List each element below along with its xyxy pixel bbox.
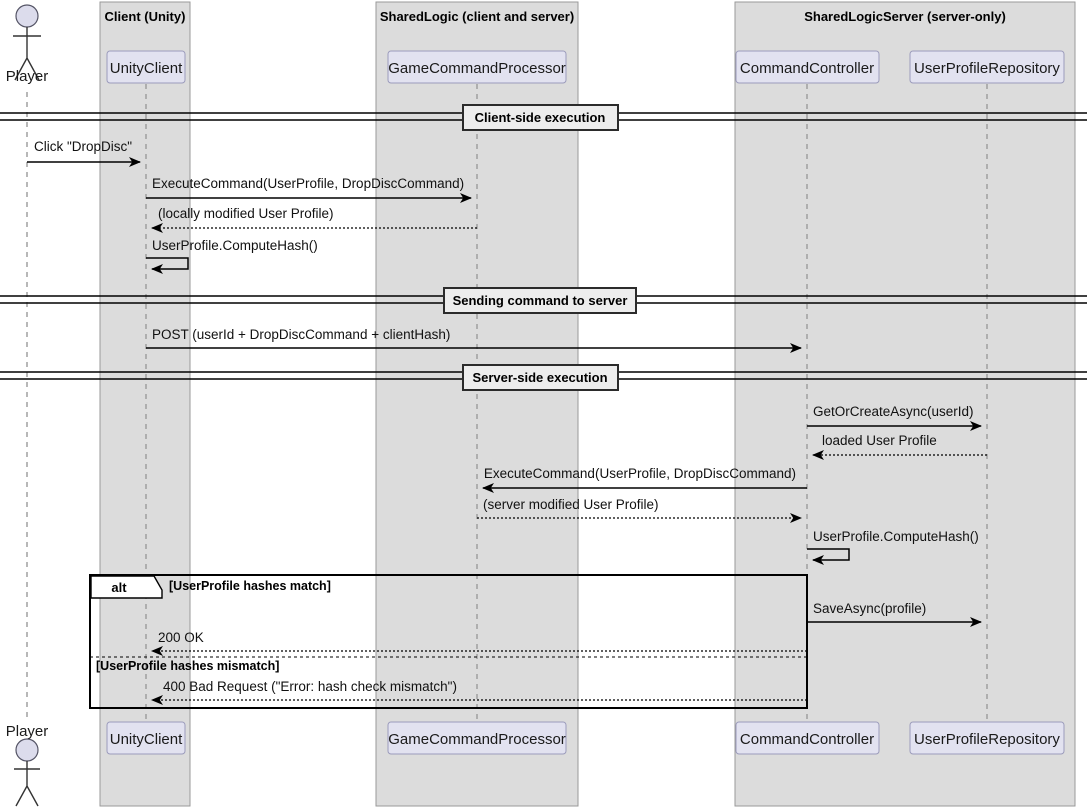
message-label-m2: ExecuteCommand(UserProfile, DropDiscComm… bbox=[152, 176, 464, 191]
participant-label-gamecommandprocessor-top: GameCommandProcessor bbox=[388, 60, 566, 77]
message-label-m5: POST (userId + DropDiscCommand + clientH… bbox=[152, 327, 450, 342]
message-400-bad-request: 400 Bad Request ("Error: hash check mism… bbox=[151, 679, 807, 705]
fragment-guard-1: [UserProfile hashes match] bbox=[169, 579, 331, 593]
message-getorcreateasync: GetOrCreateAsync(userId) bbox=[807, 404, 982, 431]
actor-head-icon bbox=[15, 4, 39, 28]
message-label-m3: (locally modified User Profile) bbox=[158, 206, 334, 221]
message-200-ok: 200 OK bbox=[151, 630, 807, 656]
message-label-m1: Click "DropDisc" bbox=[34, 139, 132, 154]
participant-gamecommandprocessor-bottom[interactable]: GameCommandProcessor bbox=[387, 721, 567, 755]
group-box-sharedlogicserver: SharedLogicServer (server-only) bbox=[734, 1, 1076, 807]
divider-label-sending: Sending command to server bbox=[453, 293, 628, 308]
message-executecommand-server: ExecuteCommand(UserProfile, DropDiscComm… bbox=[482, 466, 807, 493]
participant-userprofilerepository-bottom[interactable]: UserProfileRepository bbox=[909, 721, 1065, 755]
participant-label-unityclient-bottom: UnityClient bbox=[110, 731, 183, 748]
divider-server-side-execution: Server-side execution bbox=[0, 364, 1087, 391]
divider-label-client-side: Client-side execution bbox=[475, 110, 606, 125]
divider-client-side-execution: Client-side execution bbox=[0, 104, 1087, 131]
participant-gamecommandprocessor-top[interactable]: GameCommandProcessor bbox=[387, 50, 567, 84]
actor-player-bottom: Player bbox=[6, 723, 49, 807]
actor-player-top: Player bbox=[6, 4, 49, 85]
participant-label-gamecommandprocessor-bottom: GameCommandProcessor bbox=[388, 731, 566, 748]
participant-unityclient-bottom[interactable]: UnityClient bbox=[106, 721, 186, 755]
participant-label-userprofilerepository-top: UserProfileRepository bbox=[914, 60, 1060, 77]
message-label-m13: 400 Bad Request ("Error: hash check mism… bbox=[163, 679, 457, 694]
message-label-m8: ExecuteCommand(UserProfile, DropDiscComm… bbox=[484, 466, 796, 481]
divider-label-server-side: Server-side execution bbox=[472, 370, 607, 385]
group-title-sharedlogicserver: SharedLogicServer (server-only) bbox=[804, 9, 1006, 24]
fragment-guard-2: [UserProfile hashes mismatch] bbox=[96, 659, 279, 673]
group-title-sharedlogic: SharedLogic (client and server) bbox=[380, 9, 574, 24]
message-loaded-user-profile: loaded User Profile bbox=[812, 433, 987, 460]
participant-label-userprofilerepository-bottom: UserProfileRepository bbox=[914, 731, 1060, 748]
participant-commandcontroller-bottom[interactable]: CommandController bbox=[735, 721, 880, 755]
message-label-m4: UserProfile.ComputeHash() bbox=[152, 238, 318, 253]
message-label-m6: GetOrCreateAsync(userId) bbox=[813, 404, 974, 419]
message-post-command: POST (userId + DropDiscCommand + clientH… bbox=[146, 327, 802, 353]
combined-fragment-alt: alt [UserProfile hashes match] [UserProf… bbox=[89, 574, 808, 709]
message-label-m9: (server modified User Profile) bbox=[483, 497, 659, 512]
message-label-m11: SaveAsync(profile) bbox=[813, 601, 926, 616]
group-box-client: Client (Unity) bbox=[99, 1, 191, 807]
participant-userprofilerepository-top[interactable]: UserProfileRepository bbox=[909, 50, 1065, 84]
participant-label-unityclient-top: UnityClient bbox=[110, 60, 183, 77]
participant-label-commandcontroller-bottom: CommandController bbox=[740, 731, 874, 748]
participant-unityclient-top[interactable]: UnityClient bbox=[106, 50, 186, 84]
participant-commandcontroller-top[interactable]: CommandController bbox=[735, 50, 880, 84]
message-click-dropdisc: Click "DropDisc" bbox=[27, 139, 141, 167]
message-locally-modified-profile: (locally modified User Profile) bbox=[151, 206, 477, 233]
actor-head-icon-bottom bbox=[15, 738, 39, 762]
actor-label-top: Player bbox=[6, 68, 49, 85]
participant-label-commandcontroller-top: CommandController bbox=[740, 60, 874, 77]
message-executecommand-client: ExecuteCommand(UserProfile, DropDiscComm… bbox=[146, 176, 472, 203]
fragment-operator-label: alt bbox=[111, 580, 127, 595]
message-computehash-server-self: UserProfile.ComputeHash() bbox=[807, 529, 979, 565]
message-saveasync: SaveAsync(profile) bbox=[807, 601, 982, 627]
message-label-m12: 200 OK bbox=[158, 630, 204, 645]
message-computehash-client-self: UserProfile.ComputeHash() bbox=[146, 238, 318, 274]
message-label-m7: loaded User Profile bbox=[822, 433, 937, 448]
divider-sending-command: Sending command to server bbox=[0, 287, 1087, 314]
group-title-client: Client (Unity) bbox=[105, 9, 186, 24]
message-label-m10: UserProfile.ComputeHash() bbox=[813, 529, 979, 544]
actor-label-bottom: Player bbox=[6, 723, 49, 740]
message-server-modified-profile: (server modified User Profile) bbox=[477, 497, 802, 523]
